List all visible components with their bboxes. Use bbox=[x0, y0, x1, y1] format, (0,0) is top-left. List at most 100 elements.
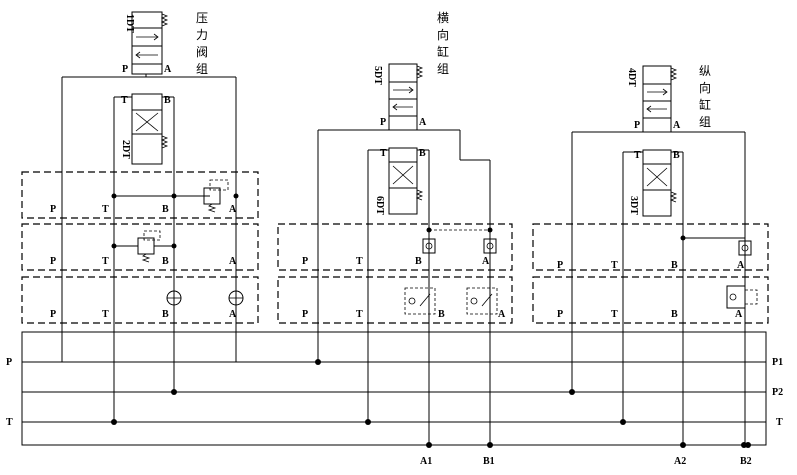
valve-2-coil-box bbox=[131, 133, 163, 165]
pressure-group-title-3: 阀 bbox=[196, 45, 208, 59]
m1-port-p: P bbox=[50, 204, 56, 215]
coil-label-3dt: 3DT bbox=[628, 196, 639, 215]
longitudinal-module-1 bbox=[532, 223, 769, 271]
m1-port-b: B bbox=[162, 204, 169, 215]
valve-3-coil-box bbox=[642, 189, 672, 217]
rm2-port-t: T bbox=[611, 309, 618, 320]
junction-dot bbox=[569, 389, 575, 395]
junction-dot bbox=[680, 442, 686, 448]
lateral-cylinder-group: 横 向 缸 组 5DT P A T B 6DT bbox=[277, 11, 513, 448]
coil-label-4dt: 4DT bbox=[626, 68, 637, 87]
cross-arrow-icon bbox=[646, 167, 668, 187]
check-ball bbox=[741, 244, 749, 252]
m3-port-b: B bbox=[162, 309, 169, 320]
arrow-head-icon bbox=[135, 51, 141, 59]
port-label-p: P bbox=[380, 117, 386, 128]
bus-label-left-t: T bbox=[6, 417, 13, 428]
port-label-t: T bbox=[634, 150, 641, 161]
pilot-check-icon bbox=[738, 240, 752, 256]
valve-6-cell-a bbox=[388, 147, 418, 163]
bus-label-b2: B2 bbox=[740, 456, 752, 467]
valve-4-coil-box bbox=[642, 65, 672, 85]
valve-1-coil-box bbox=[131, 11, 163, 29]
pilot-check-icon bbox=[483, 238, 497, 254]
pressure-module-3 bbox=[21, 276, 259, 324]
junction-dot bbox=[111, 419, 117, 425]
valve-6-coil-box bbox=[388, 187, 418, 215]
port-label-p: P bbox=[122, 64, 128, 75]
junction-dot bbox=[426, 442, 432, 448]
arrow-head-icon bbox=[662, 88, 668, 96]
pressure-valve-group: 压 力 阀 组 1DT P A T B 2DT bbox=[21, 11, 766, 425]
m3-port-p: P bbox=[50, 309, 56, 320]
pilot-dash bbox=[744, 289, 758, 305]
lateral-group-title-2: 向 bbox=[437, 27, 449, 42]
port-label-t: T bbox=[380, 148, 387, 159]
port-label-b: B bbox=[164, 95, 171, 106]
rm1-port-a: A bbox=[737, 260, 745, 271]
coil-label-6dt: 6DT bbox=[374, 196, 385, 215]
valve-4-cell-c bbox=[642, 117, 672, 133]
lm1-port-b: B bbox=[415, 256, 422, 267]
longitudinal-group-title-2: 向 bbox=[699, 80, 711, 95]
throttle-arrow-icon bbox=[481, 293, 493, 307]
junction-dot bbox=[171, 193, 177, 199]
rm2-port-p: P bbox=[557, 309, 563, 320]
rm2-port-b: B bbox=[671, 309, 678, 320]
bus-label-a1: A1 bbox=[420, 456, 432, 467]
longitudinal-group-title-4: 组 bbox=[699, 115, 711, 129]
bus-label-p2: P2 bbox=[772, 387, 783, 398]
junction-dot bbox=[487, 227, 493, 233]
bus-manifold: P T P1 P2 T A1 B1 A2 B2 bbox=[6, 331, 783, 467]
rm1-port-p: P bbox=[557, 260, 563, 271]
coil-label-2dt: 2DT bbox=[120, 140, 131, 159]
longitudinal-module-2 bbox=[532, 276, 769, 324]
bus-label-p1: P1 bbox=[772, 357, 783, 368]
rm1-port-b: B bbox=[671, 260, 678, 271]
pilot-dash bbox=[209, 179, 229, 191]
check-ball bbox=[486, 242, 494, 250]
junction-dot bbox=[111, 243, 117, 249]
port-label-b: B bbox=[419, 148, 426, 159]
m1-port-a: A bbox=[229, 204, 237, 215]
arrow-head-icon bbox=[392, 103, 398, 111]
lm2-port-b: B bbox=[438, 309, 445, 320]
port-label-a: A bbox=[419, 117, 427, 128]
port-label-a: A bbox=[673, 120, 681, 131]
junction-dot bbox=[620, 419, 626, 425]
lm2-port-a: A bbox=[498, 309, 506, 320]
lm1-port-p: P bbox=[302, 256, 308, 267]
lm2-port-t: T bbox=[356, 309, 363, 320]
valve-3-cell-a bbox=[642, 149, 672, 165]
lateral-group-title-3: 缸 bbox=[437, 44, 449, 59]
lm2-port-p: P bbox=[302, 309, 308, 320]
coil-label-5dt: 5DT bbox=[372, 66, 383, 85]
arrow-head-icon bbox=[646, 105, 652, 113]
lateral-module-1 bbox=[277, 223, 513, 271]
junction-dot bbox=[487, 442, 493, 448]
m2-port-a: A bbox=[229, 256, 237, 267]
throttle-dash bbox=[404, 287, 436, 315]
bus-label-a2: A2 bbox=[674, 456, 686, 467]
port-label-b: B bbox=[673, 150, 680, 161]
lm1-port-a: A bbox=[482, 256, 490, 267]
spring-icon bbox=[160, 13, 169, 27]
junction-dot bbox=[315, 359, 321, 365]
rm2-port-a: A bbox=[735, 309, 743, 320]
junction-dot bbox=[745, 442, 751, 448]
valve-5-coil-box bbox=[388, 63, 418, 83]
pressure-group-title-2: 力 bbox=[196, 28, 208, 42]
rm1-port-t: T bbox=[611, 260, 618, 271]
arrow-head-icon bbox=[408, 86, 414, 94]
valve-5-cell-c bbox=[388, 115, 418, 131]
lm1-port-t: T bbox=[356, 256, 363, 267]
port-label-p: P bbox=[634, 120, 640, 131]
spring-icon bbox=[669, 191, 678, 203]
coil-label-1dt: 1DT bbox=[124, 14, 135, 33]
manifold-frame bbox=[21, 331, 767, 446]
longitudinal-cylinder-group: 纵 向 缸 组 4DT P A T B 3DT bbox=[532, 64, 769, 448]
pressure-group-title-1: 压 bbox=[196, 11, 208, 25]
pressure-module-1 bbox=[21, 171, 259, 219]
